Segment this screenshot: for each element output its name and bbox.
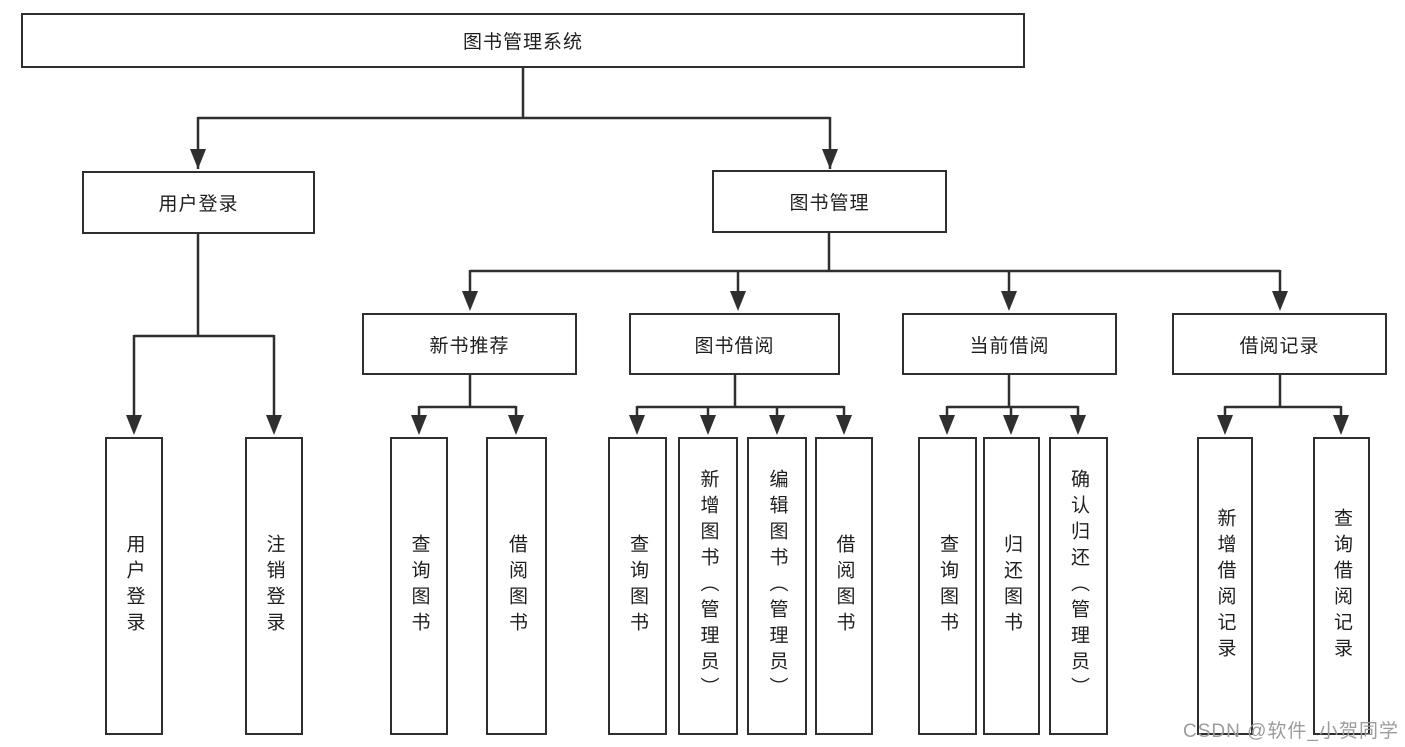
leaf-borrow-books-recommend: 借阅图书 [486, 437, 547, 735]
node-root-library-system: 图书管理系统 [21, 13, 1025, 68]
leaf-query-borrow-record: 查询借阅记录 [1313, 437, 1370, 735]
node-user-login: 用户登录 [82, 171, 315, 234]
leaf-logout: 注销登录 [245, 437, 303, 735]
node-new-book-recommend-label: 新书推荐 [429, 335, 510, 357]
leaf-query-borrow-record-label: 查询借阅记录 [1331, 508, 1352, 664]
node-root-label: 图书管理系统 [462, 32, 583, 53]
leaf-return-book-label: 归还图书 [1001, 534, 1022, 638]
leaf-confirm-return-admin: 确认归还（管理员） [1049, 437, 1108, 735]
csdn-watermark: CSDN @软件_小贺同学 [1183, 721, 1399, 742]
leaf-edit-book-admin-label: 编辑图书（管理员） [766, 469, 788, 703]
node-current-borrowing-label: 当前借阅 [969, 335, 1050, 357]
node-book-management: 图书管理 [712, 170, 947, 233]
leaf-add-book-admin: 新增图书（管理员） [678, 437, 738, 735]
leaf-edit-book-admin: 编辑图书（管理员） [747, 437, 807, 735]
node-borrowing-records-label: 借阅记录 [1239, 335, 1320, 357]
leaf-user-login-label: 用户登录 [123, 534, 145, 638]
leaf-add-borrow-record-label: 新增借阅记录 [1214, 508, 1236, 664]
node-book-borrowing: 图书借阅 [629, 313, 840, 375]
leaf-borrow-books-borrowing: 借阅图书 [815, 437, 873, 735]
leaf-borrow-books-recommend-label: 借阅图书 [506, 534, 527, 638]
arrowheads [126, 149, 1349, 435]
node-borrowing-records: 借阅记录 [1172, 313, 1387, 375]
node-current-borrowing: 当前借阅 [902, 313, 1117, 375]
leaf-return-book: 归还图书 [983, 437, 1040, 735]
node-user-login-label: 用户登录 [158, 194, 239, 215]
leaf-query-books-current: 查询图书 [918, 437, 977, 735]
node-book-management-label: 图书管理 [789, 193, 870, 214]
node-new-book-recommend: 新书推荐 [362, 313, 577, 375]
leaf-query-books-current-label: 查询图书 [937, 534, 958, 638]
leaf-query-books-recommend: 查询图书 [390, 437, 448, 735]
leaf-borrow-books-borrowing-label: 借阅图书 [833, 534, 855, 638]
node-book-borrowing-label: 图书借阅 [694, 335, 775, 357]
leaf-logout-label: 注销登录 [263, 534, 285, 638]
leaf-query-books-recommend-label: 查询图书 [408, 534, 430, 638]
leaf-query-books-borrowing-label: 查询图书 [627, 534, 648, 638]
leaf-confirm-return-admin-label: 确认归还（管理员） [1068, 469, 1089, 703]
leaf-query-books-borrowing: 查询图书 [608, 437, 667, 735]
leaf-add-book-admin-label: 新增图书（管理员） [697, 469, 719, 703]
leaf-user-login: 用户登录 [105, 437, 163, 735]
leaf-add-borrow-record: 新增借阅记录 [1197, 437, 1253, 735]
